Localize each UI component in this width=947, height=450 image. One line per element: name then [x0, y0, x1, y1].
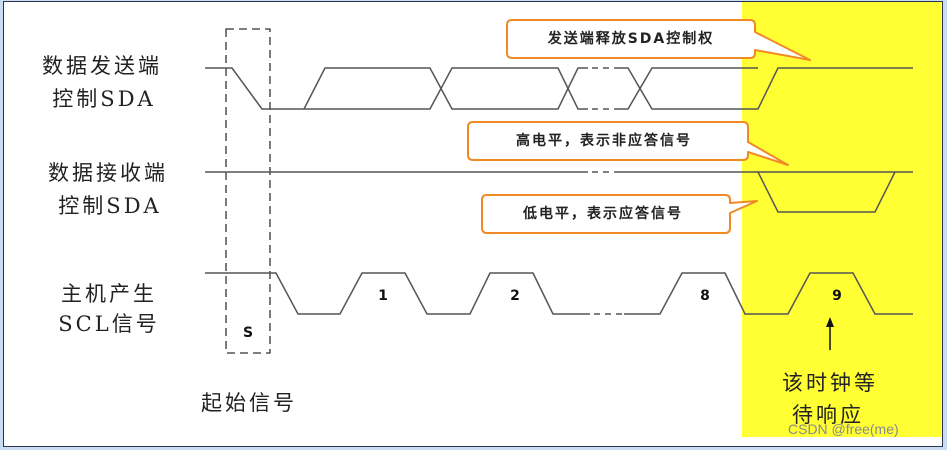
start-dashed-box [225, 28, 271, 354]
clock-pulse-label: 8 [700, 288, 710, 304]
master-label-line1: 主机产生 [61, 282, 157, 306]
clock-pulse-label: 1 [378, 288, 388, 304]
clock-pulse-label: 9 [832, 288, 842, 304]
sda-sender-line [205, 67, 304, 110]
sender-label-line2: 控制SDA [52, 87, 156, 111]
arrow-head-icon [826, 317, 834, 327]
watermark: CSDN @free(me) [788, 421, 899, 437]
clock-pulse-label: 2 [510, 288, 520, 304]
sda-sender-data-high [303, 67, 588, 110]
callout-high-box [467, 121, 789, 166]
sda-sender-release-low [620, 67, 758, 110]
sda-sender-data-low [304, 67, 588, 110]
receiver-label-line2: 控制SDA [58, 194, 162, 218]
master-label-line2: SCL信号 [58, 312, 160, 336]
wait-label-line1: 该时钟等 [782, 371, 878, 395]
callout-high-text: 高电平，表示非应答信号 [516, 133, 692, 149]
callout-release-text: 发送端释放SDA控制权 [547, 31, 715, 47]
callout-low-box [481, 194, 758, 234]
sda-receiver-ack-dip [757, 171, 896, 213]
callout-release-box [506, 19, 811, 61]
scl-line-right [624, 272, 913, 315]
wait-label-line2: 待响应 [792, 403, 864, 427]
scl-line [205, 272, 590, 315]
sender-label-line1: 数据发送端 [42, 54, 162, 78]
sda-sender-release-high [620, 67, 913, 110]
callout-low-text: 低电平，表示应答信号 [523, 206, 683, 222]
start-box-label: S [242, 325, 254, 341]
receiver-label-line1: 数据接收端 [48, 161, 168, 185]
start-signal-label: 起始信号 [201, 391, 297, 415]
